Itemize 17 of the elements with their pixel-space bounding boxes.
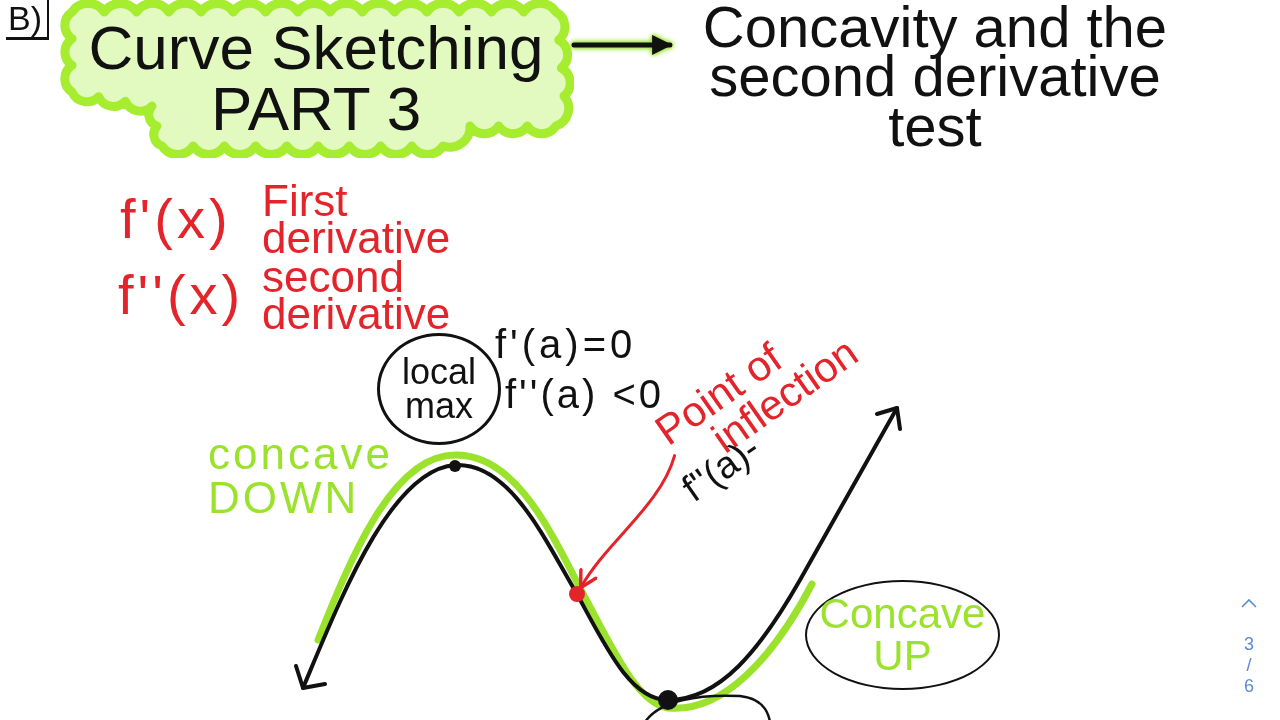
inflection-point-dot (569, 586, 585, 602)
curve-annotation: concave DOWN (208, 432, 394, 520)
highlight-cloud (58, 0, 574, 158)
page-number: 3 (1243, 634, 1255, 655)
math-expression: f'(x) (120, 186, 232, 251)
section-label: B) (6, 0, 49, 40)
circled-note (805, 580, 1000, 690)
page-count: 6 (1243, 676, 1255, 697)
title-text: Curve Sketching PART 3 (87, 18, 545, 140)
math-expression: f''(x) (118, 262, 245, 327)
definition-text: second derivative (262, 258, 452, 333)
heading-text: Concavity and the second derivative test (670, 2, 1200, 162)
page-separator: / (1245, 655, 1253, 676)
math-expression: f'(a)=0 (495, 322, 637, 367)
note-text: local max (400, 354, 477, 424)
arrow (578, 454, 677, 590)
note-text: Concave UP (818, 593, 987, 677)
